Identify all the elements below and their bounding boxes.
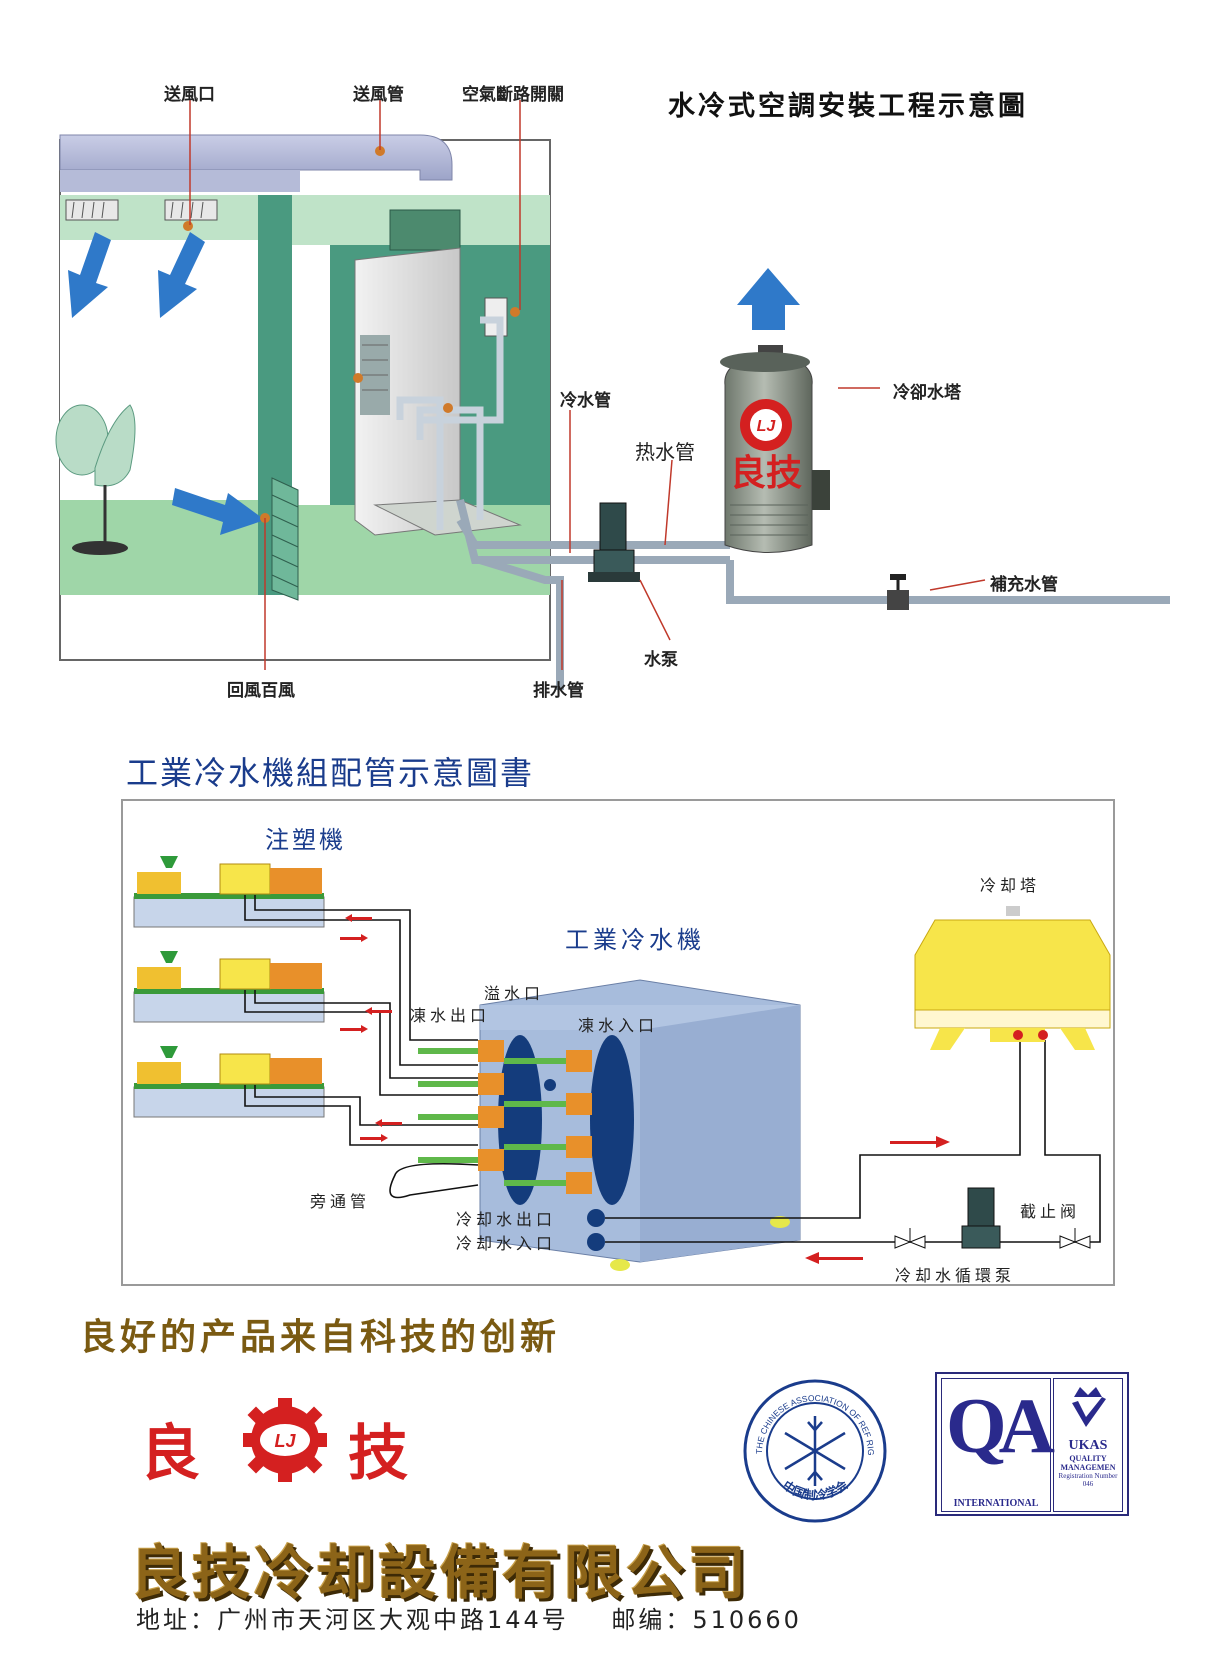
mid-title: 工業冷水機組配管示意圖書 [126, 754, 535, 792]
address-line: 地址：广州市天河区大观中路144号 邮编：510660 [136, 1606, 802, 1634]
left-room-floor [60, 500, 258, 595]
ukas-sub1: QUALITY [1069, 1454, 1107, 1463]
qa-logo: QA [946, 1382, 1055, 1469]
label-hot-water-pipe: 热水管 [635, 440, 695, 464]
return-arrow [172, 488, 265, 535]
refrigeration-association-badge: THE CHINESE ASSOCIATION OF REF RIGERATIO… [737, 1368, 890, 1526]
label-cooling-tower: 冷卻水塔 [893, 383, 961, 403]
label-stop-valve: 截止阀 [1020, 1202, 1081, 1221]
company-name: 良技冷却設備有限公司 [130, 1539, 751, 1607]
top-title: 水冷式空調安裝工程示意圖 [668, 91, 1028, 122]
slogan: 良好的产品来自科技的创新 [80, 1317, 561, 1358]
qa-ukas-badge: QA INTERNATIONAL UKAS QUALITY MANAGEMEN … [935, 1372, 1129, 1516]
label-circulation-pump: 冷却水循環泵 [895, 1266, 1016, 1285]
crown-check-icon [1072, 1387, 1106, 1427]
logo-left-char: 良 [140, 1419, 200, 1489]
ukas-num: 046 [1082, 1480, 1094, 1488]
snowflake-icon: THE CHINESE ASSOCIATION OF REF RIGERATIO… [737, 1368, 887, 1523]
yellow-cooling-tower [914, 906, 1111, 1050]
supply-duct [59, 134, 453, 181]
brand-logo: 良 LJ 技 [140, 1395, 440, 1489]
label-chilled-in: 凍水入口 [578, 1016, 659, 1035]
circulation-pump [961, 1187, 1001, 1249]
label-chilled-out: 凍水出口 [410, 1006, 491, 1025]
label-water-pump: 水泵 [644, 650, 678, 670]
exhaust-arrow [737, 268, 800, 330]
gear-icon: LJ [243, 1398, 327, 1482]
label-bypass: 旁通管 [310, 1192, 371, 1211]
stop-valve-left [894, 1228, 926, 1249]
label-air-breaker: 空氣斷路開關 [462, 85, 564, 105]
hvac-illustration: LJ 良技 [55, 100, 1170, 690]
tower-brand: 良技 [730, 453, 802, 494]
label-injection-machine: 注塑機 [265, 826, 346, 854]
supply-duct-lower [60, 170, 300, 192]
qa-international: INTERNATIONAL [953, 1498, 1039, 1509]
tower-logo: LJ [757, 418, 777, 435]
label-supply-duct: 送風管 [353, 85, 404, 105]
label-industrial-chiller: 工業冷水機 [565, 926, 705, 954]
ukas-label: UKAS [1068, 1438, 1108, 1453]
label-supply-outlet: 送風口 [164, 85, 215, 105]
chiller-illustration [121, 799, 1115, 1286]
stop-valve-right [1059, 1228, 1091, 1249]
supply-arrow-1 [68, 232, 111, 318]
water-pump [588, 502, 640, 582]
marker-1 [375, 146, 385, 156]
chair [94, 404, 136, 487]
label-cooling-tower: 冷却塔 [980, 876, 1041, 895]
supply-arrow-2 [158, 232, 205, 318]
label-return-louver: 回風百風 [227, 681, 295, 701]
label-cooling-in: 冷却水入口 [456, 1234, 557, 1253]
label-overflow: 溢水口 [484, 984, 545, 1003]
water-pipes [456, 499, 1170, 690]
ukas-sub2: MANAGEMEN [1060, 1463, 1116, 1472]
flow-arrows [340, 914, 950, 1264]
logo-center-text: LJ [274, 1431, 296, 1451]
cooling-tower: LJ 良技 [720, 345, 830, 553]
label-drain-pipe: 排水管 [533, 681, 584, 701]
label-cold-water-pipe: 冷水管 [560, 391, 611, 411]
return-louver [271, 477, 299, 601]
label-makeup-pipe: 補充水管 [990, 575, 1058, 595]
logo-right-char: 技 [348, 1419, 408, 1489]
injection-machine-2 [133, 951, 325, 1023]
injection-machine-1 [133, 856, 325, 928]
injection-machine-3 [133, 1046, 325, 1118]
label-cooling-out: 冷却水出口 [456, 1210, 557, 1229]
leader-lines [189, 100, 986, 670]
makeup-valve [887, 574, 909, 610]
ukas-reg: Registration Number [1058, 1472, 1118, 1480]
diffuser-2 [164, 199, 218, 221]
industrial-chiller-box [418, 979, 801, 1271]
ac-unit [353, 209, 522, 536]
diffuser-1 [65, 199, 119, 221]
